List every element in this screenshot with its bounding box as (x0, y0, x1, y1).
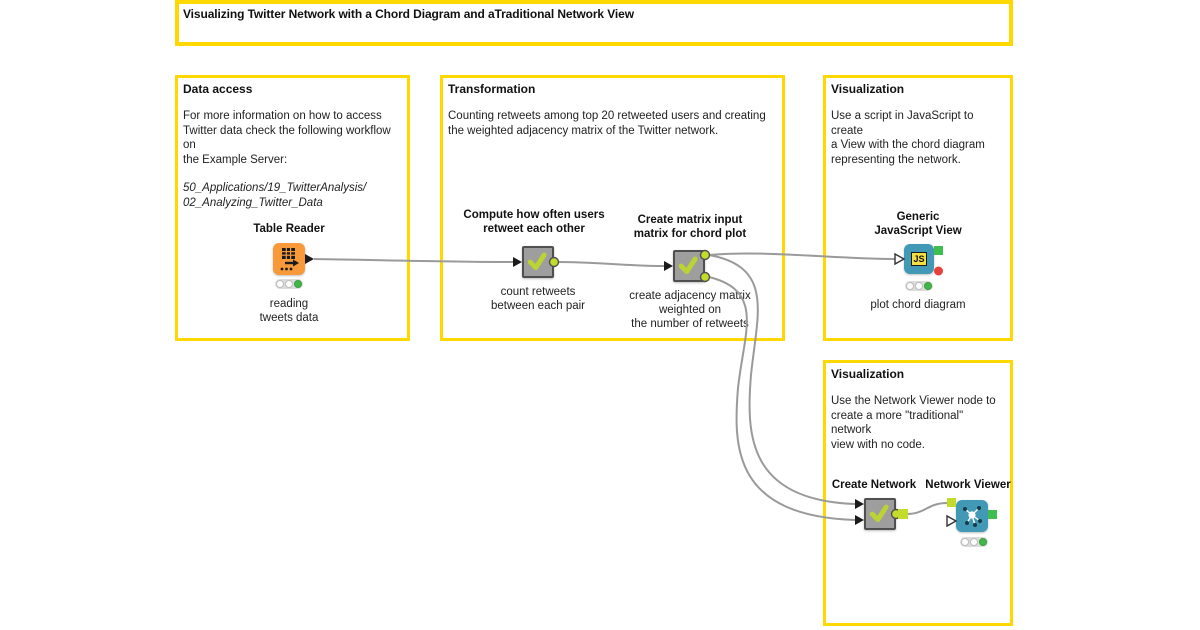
traffic-light-table-reader (275, 279, 303, 289)
annotation-body: Use the Network Viewer node to create a … (831, 395, 996, 451)
annotation-title: Transformation (448, 82, 536, 96)
node-comment-table-reader: reading tweets data (259, 298, 319, 324)
traffic-light-network-viewer (960, 537, 988, 547)
checkmark-icon (678, 256, 698, 275)
node-label-create-network: Create Network (831, 479, 917, 491)
network-icon (963, 506, 982, 527)
table-reader-icon (280, 248, 299, 271)
annotation-body: For more information on how to access Tw… (183, 110, 391, 166)
node-label-generic-js-view: Generic JavaScript View (874, 211, 962, 237)
node-comment-generic-js-view: plot chord diagram (870, 299, 966, 311)
annotation-data-access[interactable]: Data access For more information on how … (175, 75, 410, 341)
node-comment-compute-retweets: count retweets between each pair (491, 286, 585, 312)
annotation-title: Data access (183, 82, 253, 96)
node-comment-create-matrix: create adjacency matrix weighted on the … (629, 290, 751, 330)
traffic-light-generic-js-view (905, 281, 933, 291)
annotation-body: Use a script in JavaScript to create a V… (831, 110, 985, 166)
workflow-title-annotation[interactable]: Visualizing Twitter Network with a Chord… (175, 0, 1013, 46)
node-label-compute-retweets: Compute how often users retweet each oth… (463, 209, 605, 235)
node-table-reader[interactable] (273, 243, 305, 275)
node-create-network[interactable] (864, 498, 896, 530)
node-compute-retweets[interactable] (522, 246, 554, 278)
node-label-create-matrix: Create matrix input matrix for chord plo… (633, 214, 747, 240)
checkmark-icon (527, 252, 547, 271)
node-create-matrix[interactable] (673, 250, 705, 282)
annotation-visualization-network[interactable]: Visualization Use the Network Viewer nod… (823, 360, 1013, 626)
node-network-viewer[interactable] (956, 500, 988, 532)
node-label-table-reader: Table Reader (253, 223, 325, 235)
annotation-title: Visualization (831, 367, 905, 381)
node-generic-js-view[interactable]: JS (904, 244, 934, 274)
annotation-title: Visualization (831, 82, 905, 96)
js-icon: JS (911, 252, 927, 266)
checkmark-icon (869, 504, 889, 523)
annotation-workflow-path: 50_Applications/19_TwitterAnalysis/ 02_A… (183, 182, 367, 209)
node-label-network-viewer: Network Viewer (925, 479, 1011, 491)
workflow-title-text: Visualizing Twitter Network with a Chord… (183, 7, 634, 21)
annotation-body: Counting retweets among top 20 retweeted… (448, 110, 766, 137)
